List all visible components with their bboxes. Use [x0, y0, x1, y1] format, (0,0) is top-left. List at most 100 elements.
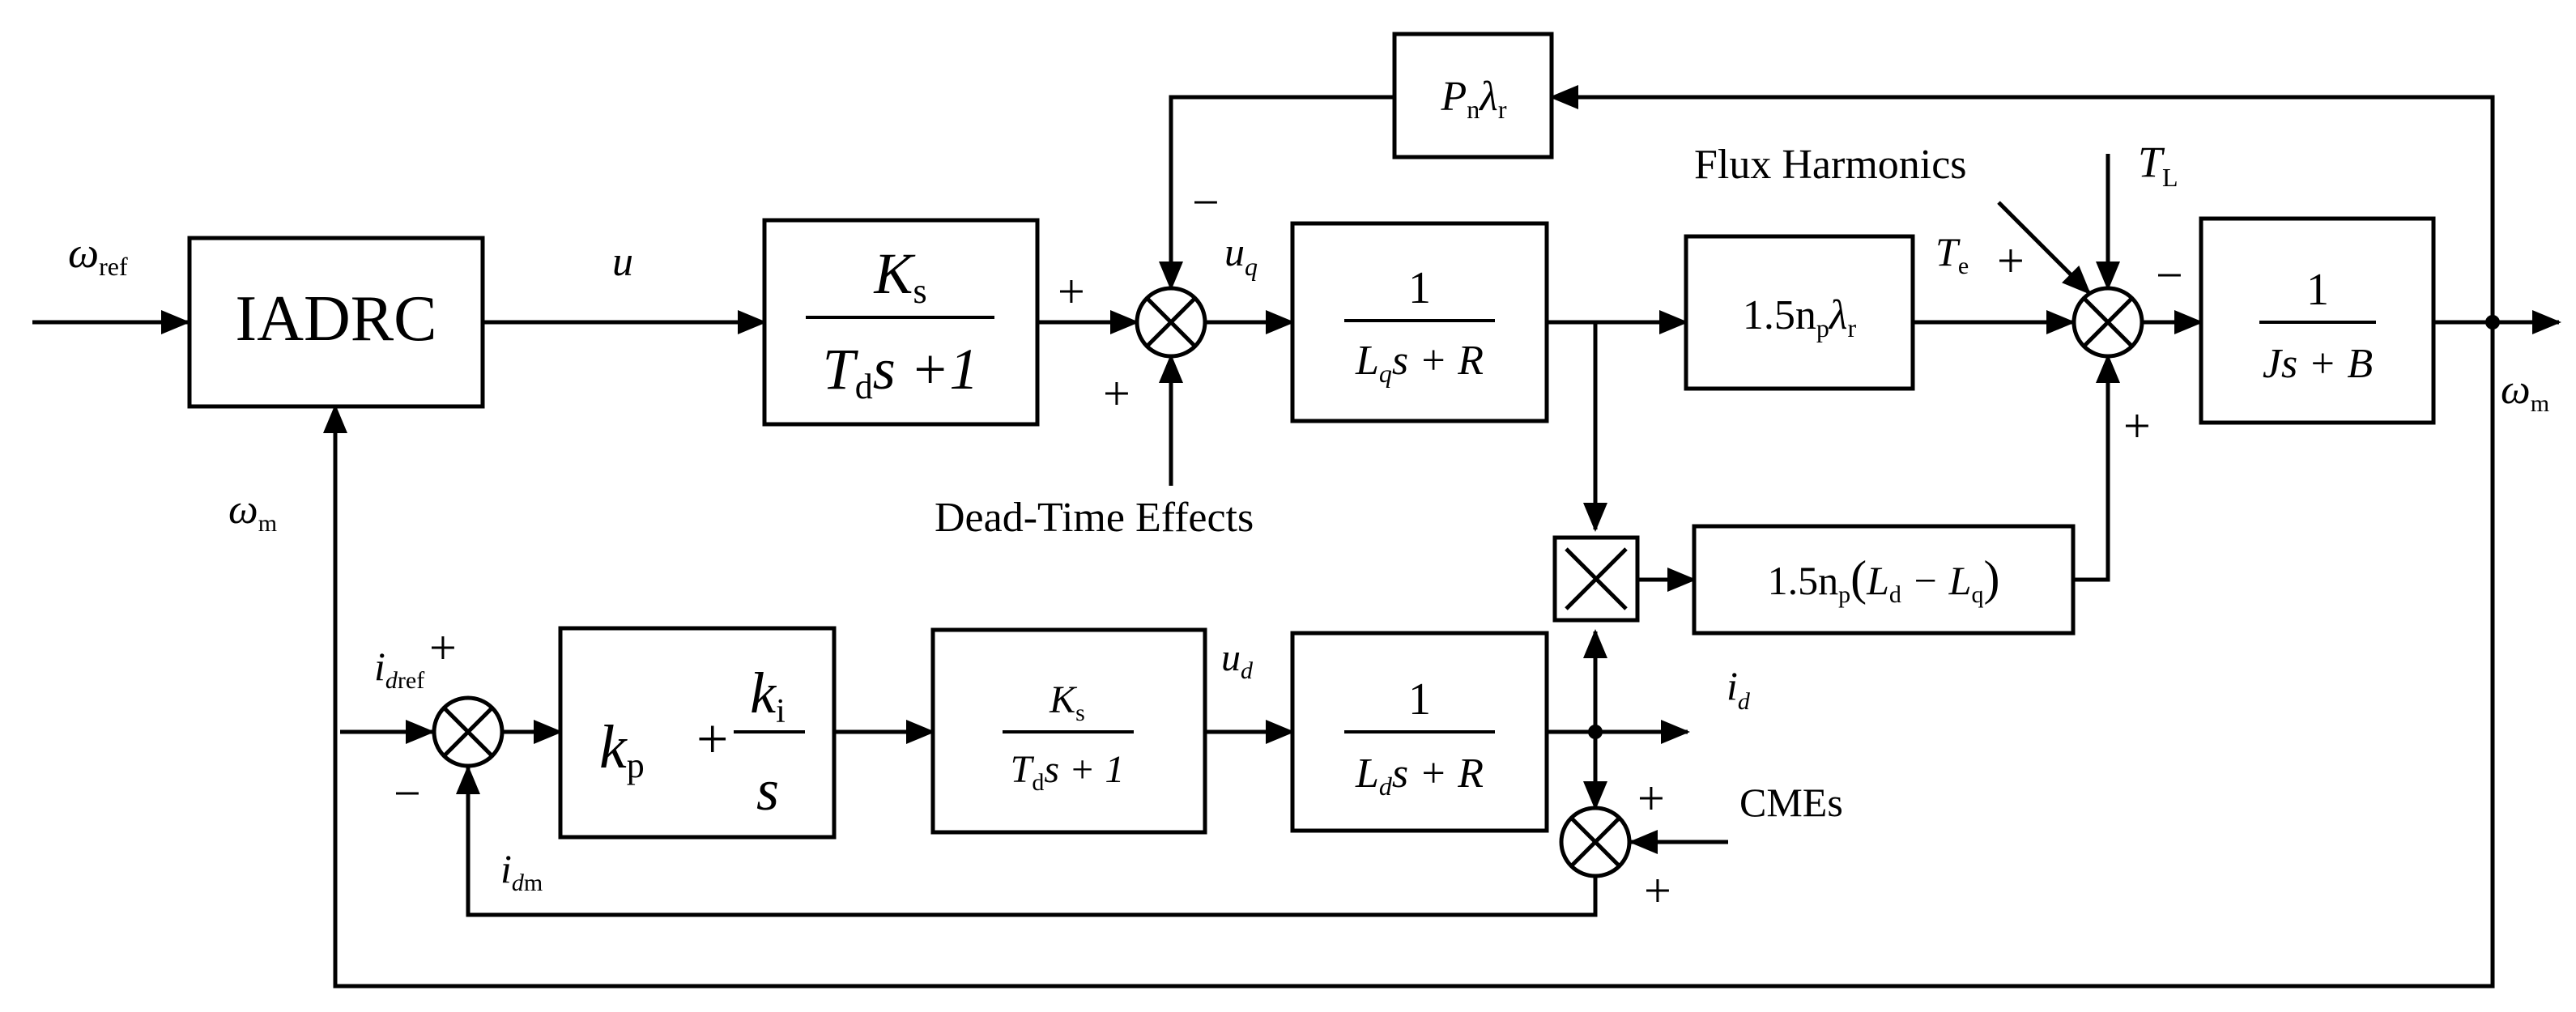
- omega-ref-label: ωref: [68, 228, 128, 281]
- dead-time-effects-label: Dead-Time Effects: [935, 495, 1254, 541]
- pn-sub2: r: [1498, 95, 1507, 124]
- reluct-rparen: ): [1983, 551, 1999, 605]
- signal-wires: [32, 85, 2561, 989]
- svg-text:1.5npλr: 1.5npλr: [1743, 292, 1857, 342]
- sum-junction-voltage-q: [1135, 286, 1207, 359]
- ud-label: ud: [1221, 636, 1254, 684]
- wire-feedback-pn: [1549, 85, 2495, 322]
- pi-kp-sub: p: [627, 746, 645, 785]
- iadrc-block: IADRC: [187, 236, 485, 409]
- ks-q-den-sub: d: [855, 367, 873, 406]
- reluct-b: L: [1866, 558, 1889, 603]
- svg-text:Tds + 1: Tds + 1: [1011, 748, 1125, 796]
- q-current-den-a: L: [1355, 338, 1379, 384]
- actuator-block-d: Ks Tds + 1: [930, 627, 1207, 835]
- sign-sum4-plus-bottom: +: [1644, 864, 1671, 917]
- torque-gain-sub: p: [1816, 313, 1829, 342]
- wire-feedback-speed: [323, 322, 2495, 989]
- flux-harmonics-label: Flux Harmonics: [1694, 142, 1967, 188]
- sign-sum3-minus-left: −: [394, 767, 421, 820]
- pi-kp: k: [599, 713, 628, 781]
- pi-ki-sub: i: [776, 693, 786, 730]
- sign-sum2-plus-left: +: [1997, 234, 2025, 287]
- wire-reluct-torque: [2073, 354, 2120, 582]
- ks-q-num: K: [873, 241, 916, 306]
- junction-id: [1588, 725, 1603, 739]
- multiplier-block: [1552, 535, 1640, 623]
- ks-d-den-sub: d: [1032, 769, 1044, 796]
- reluct-sub2: d: [1889, 581, 1901, 608]
- svg-text:Lqs + R: Lqs + R: [1355, 338, 1484, 388]
- sign-sum3-plus-top: +: [429, 621, 457, 674]
- omega-m-feedback-label: ωm: [228, 487, 277, 537]
- ks-d-den-b: s + 1: [1044, 748, 1124, 791]
- reluct-lparen: (: [1850, 551, 1867, 605]
- ks-d-den-a: T: [1011, 748, 1035, 791]
- ks-d-num: K: [1049, 678, 1078, 721]
- te-label: Te: [1935, 229, 1969, 279]
- wire-back-emf: [1159, 95, 1394, 291]
- sum-junction-current-d: [432, 695, 505, 768]
- tl-label: TL: [2138, 138, 2178, 192]
- reluct-sub: p: [1838, 581, 1850, 608]
- iadrc-label: IADRC: [236, 283, 437, 355]
- q-current-den-sub: q: [1379, 359, 1392, 388]
- d-current-den-b: s + R: [1392, 750, 1484, 797]
- svg-text:Tds +1: Tds +1: [823, 337, 979, 406]
- torque-gain-b: λ: [1828, 292, 1848, 338]
- wire-flux-harmonics: [1997, 201, 2092, 296]
- svg-text:ki: ki: [750, 661, 786, 730]
- pn-sub: n: [1467, 95, 1480, 124]
- q-current-den-b: s + R: [1392, 338, 1484, 384]
- pi-plus: +: [696, 708, 728, 771]
- pn-b: λ: [1478, 74, 1498, 120]
- omega-m-output-label: ωm: [2501, 367, 2549, 417]
- mech-num: 1: [2306, 265, 2329, 315]
- sign-sum1-plus-left: +: [1058, 265, 1085, 318]
- sum-junction-cmes: [1559, 806, 1632, 878]
- back-emf-block: Pnλr: [1392, 32, 1554, 159]
- ks-q-num-sub: s: [913, 271, 926, 311]
- pn-a: P: [1441, 74, 1467, 120]
- mechanical-block: 1 Js + B: [2199, 216, 2436, 425]
- pi-den: s: [756, 758, 779, 823]
- sum-junction-torque: [2071, 286, 2144, 359]
- sign-sum2-plus-bottom: +: [2123, 399, 2151, 453]
- reluct-sub3: q: [1971, 581, 1983, 608]
- q-current-num: 1: [1408, 263, 1431, 313]
- reluct-c: − L: [1901, 558, 1972, 603]
- ks-q-den-a: T: [823, 337, 859, 402]
- ks-d-num-sub: s: [1075, 699, 1085, 726]
- pi-ki: k: [750, 661, 777, 725]
- sign-sum1-plus-bottom: +: [1103, 367, 1130, 420]
- d-axis-current-block: 1 Lds + R: [1290, 631, 1549, 833]
- ks-q-den-b: s +1: [873, 337, 979, 402]
- mech-den: Js + B: [2263, 341, 2373, 387]
- q-axis-current-block: 1 Lqs + R: [1290, 221, 1549, 423]
- torque-constant-block: 1.5npλr: [1684, 234, 1915, 391]
- pi-controller-block: kp + ki s: [558, 626, 837, 840]
- torque-gain-sub2: r: [1847, 313, 1856, 342]
- wire-idm-feedback: [456, 765, 1598, 917]
- reluct-a: 1.5n: [1768, 558, 1839, 603]
- idref-label: idref: [374, 644, 424, 694]
- torque-gain-a: 1.5n: [1743, 292, 1816, 338]
- svg-text:Pnλr: Pnλr: [1441, 74, 1507, 124]
- cmes-label: CMEs: [1739, 780, 1843, 825]
- sign-sum1-minus-top: −: [1192, 176, 1220, 229]
- d-current-num: 1: [1408, 674, 1431, 725]
- uq-label: uq: [1224, 229, 1258, 281]
- svg-text:kp: kp: [599, 713, 645, 785]
- svg-text:Ks: Ks: [1049, 678, 1085, 726]
- svg-text:Ks: Ks: [873, 241, 926, 311]
- actuator-block-q: Ks Tds +1: [762, 218, 1040, 427]
- junction-omega-m: [2485, 315, 2500, 330]
- sign-sum2-minus-right: −: [2156, 249, 2183, 302]
- sign-sum4-plus-top: +: [1637, 772, 1665, 825]
- reluctance-torque-block: 1.5np(Ld − Lq): [1692, 524, 2076, 636]
- d-current-den-sub: d: [1379, 772, 1393, 801]
- id-label: id: [1727, 663, 1751, 715]
- u-label: u: [612, 239, 633, 285]
- svg-text:1.5np(Ld − Lq): 1.5np(Ld − Lq): [1768, 551, 2000, 608]
